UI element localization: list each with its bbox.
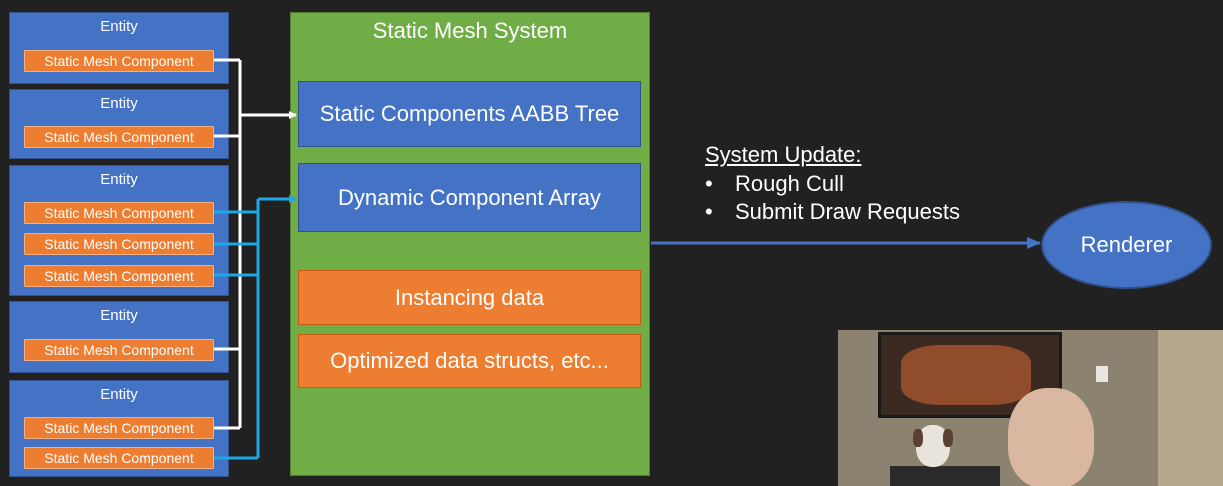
plush-dog — [913, 425, 953, 467]
bullet-icon: • — [705, 171, 713, 196]
bullet-item: • Submit Draw Requests — [705, 199, 960, 225]
optimized-data-box: Optimized data structs, etc... — [298, 334, 641, 388]
bullet-text: Rough Cull — [735, 171, 844, 196]
dynamic-connectors — [214, 195, 297, 460]
bullet-icon: • — [705, 199, 713, 224]
static-mesh-component: Static Mesh Component — [24, 233, 214, 255]
bullet-text: Submit Draw Requests — [735, 199, 960, 224]
static-mesh-component: Static Mesh Component — [24, 202, 214, 224]
static-mesh-component: Static Mesh Component — [24, 339, 214, 361]
entity-label: Entity — [100, 18, 138, 35]
webcam-shelf — [890, 466, 1000, 486]
static-mesh-component: Static Mesh Component — [24, 126, 214, 148]
entity-label: Entity — [100, 386, 138, 403]
entity-label: Entity — [100, 95, 138, 112]
entity-5: Entity Static Mesh Component Static Mesh… — [9, 380, 229, 477]
entity-2: Entity Static Mesh Component — [9, 89, 229, 159]
static-mesh-component: Static Mesh Component — [24, 447, 214, 469]
static-mesh-component: Static Mesh Component — [24, 265, 214, 287]
entity-1: Entity Static Mesh Component — [9, 12, 229, 84]
entity-label: Entity — [100, 307, 138, 324]
renderer-ellipse: Renderer — [1041, 201, 1212, 289]
static-mesh-component: Static Mesh Component — [24, 50, 214, 72]
webcam-feed — [838, 330, 1223, 486]
instancing-data-box: Instancing data — [298, 270, 641, 325]
static-mesh-component: Static Mesh Component — [24, 417, 214, 439]
system-update-heading: System Update: — [705, 142, 862, 167]
system-title: Static Mesh System — [372, 18, 568, 43]
presenter-head — [1008, 388, 1094, 486]
static-aabb-tree-box: Static Components AABB Tree — [298, 81, 641, 147]
thermostat — [1096, 366, 1108, 382]
dynamic-component-array-box: Dynamic Component Array — [298, 163, 641, 232]
webcam-door — [1158, 330, 1223, 486]
poster-image — [878, 332, 1062, 418]
bullet-item: • Rough Cull — [705, 171, 844, 197]
entity-4: Entity Static Mesh Component — [9, 301, 229, 373]
entity-3: Entity Static Mesh Component Static Mesh… — [9, 165, 229, 296]
entity-label: Entity — [100, 171, 138, 188]
